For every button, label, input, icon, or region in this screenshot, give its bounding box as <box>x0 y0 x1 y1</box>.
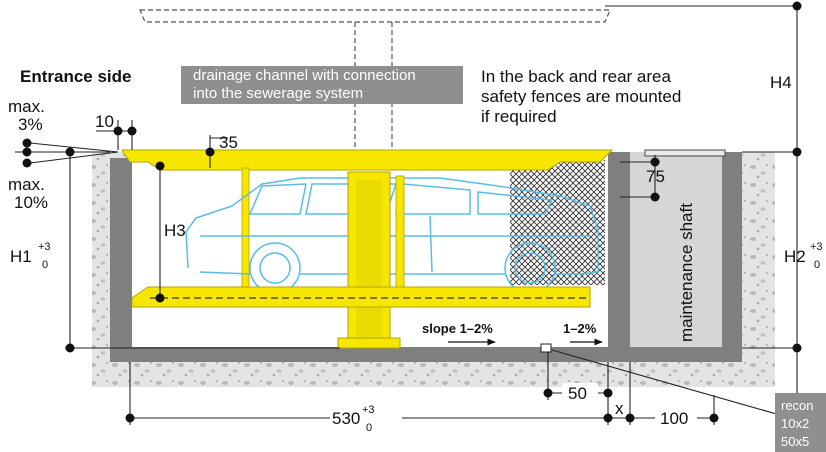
safety-note-line2: safety fences are mounted <box>481 87 681 106</box>
safety-note-line3: if required <box>481 107 557 126</box>
label-h4: H4 <box>770 73 792 92</box>
safety-fence-mesh <box>510 160 605 285</box>
recommend-note-line1: recon <box>781 398 814 413</box>
slope-max-bottom-line2: 10% <box>14 193 48 212</box>
dimension-markers <box>22 1 802 423</box>
dim-75: 75 <box>646 167 665 186</box>
label-h1-sup: +3 <box>38 241 51 253</box>
recommend-note-box <box>775 393 826 452</box>
slope-max-bottom-line1: max. <box>8 175 45 194</box>
entrance-side-label: Entrance side <box>20 67 132 86</box>
pit-walls <box>110 152 742 362</box>
label-h2-sup: +3 <box>810 241 823 253</box>
label-h1: H1 <box>10 247 32 266</box>
dimension-lines <box>15 5 800 425</box>
dim-x: x <box>615 399 624 418</box>
label-h3: H3 <box>164 221 186 240</box>
maintenance-shaft-area <box>630 152 722 347</box>
dim-530: 530 <box>332 409 360 428</box>
lower-platform <box>131 286 591 308</box>
safety-note-line1: In the back and rear area <box>481 67 672 86</box>
slope-max-top-line1: max. <box>8 97 45 116</box>
label-h1-sub: 0 <box>42 259 48 271</box>
drain-gully <box>540 343 552 353</box>
drainage-note-line2: into the sewerage system <box>193 85 363 102</box>
recommend-note-line3: 50x5 <box>781 434 809 449</box>
slope-label: slope 1–2% <box>422 321 493 336</box>
slope-right-label: 1–2% <box>563 321 597 336</box>
label-h2: H2 <box>784 247 806 266</box>
dim-10: 10 <box>95 112 114 131</box>
dim-530-sub: 0 <box>366 422 372 434</box>
drainage-note-line1: drainage channel with connection <box>193 67 416 84</box>
lift-post <box>337 171 405 349</box>
dim-100: 100 <box>660 409 688 428</box>
drainage-note-box <box>181 66 463 104</box>
recommend-note-line2: 10x2 <box>781 416 809 431</box>
dim-35: 35 <box>219 133 238 152</box>
dim-50: 50 <box>568 384 587 403</box>
dim-530-sup: +3 <box>362 404 375 416</box>
shaft-cover <box>644 149 726 157</box>
maintenance-shaft-label: maintenance shaft <box>677 203 696 342</box>
label-h2-sub: 0 <box>814 259 820 271</box>
upper-position-outline <box>139 9 611 23</box>
slope-max-top-line2: 3% <box>18 115 43 134</box>
